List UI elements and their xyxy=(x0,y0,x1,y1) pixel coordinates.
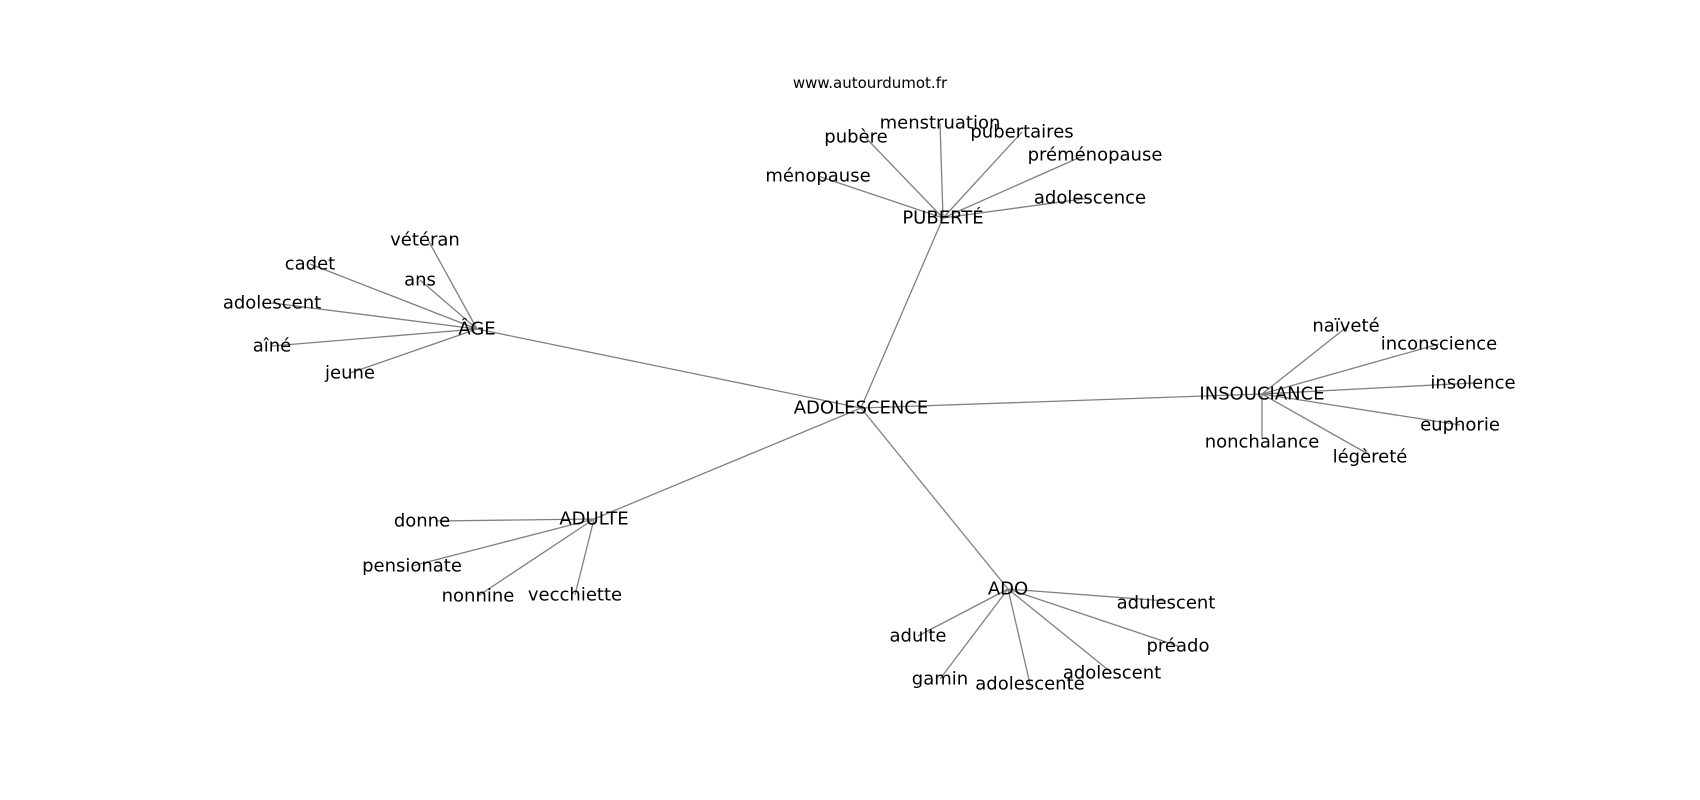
node-leaf-jeune: jeune xyxy=(324,363,375,384)
node-leaf-inconscience: inconscience xyxy=(1381,334,1497,355)
node-leaf-legerete: légèreté xyxy=(1333,447,1408,468)
node-leaf-adolescence: adolescence xyxy=(1034,188,1146,209)
node-leaf-adolescent: adolescent xyxy=(223,293,321,314)
node-leaf-gamin: gamin xyxy=(912,669,968,690)
edge-puberte-pubertaires xyxy=(942,131,1023,219)
edge-ado-adolescente xyxy=(1007,588,1031,685)
node-root: ADOLESCENCE xyxy=(794,398,929,419)
edge-puberte-menstruation xyxy=(939,122,944,219)
edge-puberte-menopause xyxy=(817,175,944,219)
node-leaf-adolescent-ado: adolescent xyxy=(1063,663,1161,684)
edge-adulte-nonnine xyxy=(477,518,595,597)
edge-root-puberte xyxy=(860,217,944,409)
edge-ado-preado xyxy=(1007,588,1179,647)
edge-ado-adulte xyxy=(917,588,1009,637)
node-hub-age: ÂGE xyxy=(458,318,495,340)
node-leaf-naivete: naïveté xyxy=(1312,316,1379,337)
node-leaf-adolescente: adolescente xyxy=(975,674,1084,695)
edge-puberte-pubere xyxy=(864,136,944,219)
edge-age-veteran xyxy=(427,239,478,330)
node-leaf-menstruation: menstruation xyxy=(880,113,1001,134)
edge-insouciance-legerete xyxy=(1261,393,1369,455)
node-hub-puberte: PUBERTÉ xyxy=(902,207,983,229)
edge-ado-adolescent xyxy=(1007,588,1113,674)
edge-insouciance-euphorie xyxy=(1261,393,1461,426)
node-leaf-aine: aîné xyxy=(253,336,292,357)
node-leaf-pubertaires: pubertaires xyxy=(970,122,1073,143)
edge-insouciance-naivete xyxy=(1261,325,1349,395)
node-leaf-preado: préado xyxy=(1147,636,1210,657)
node-leaf-nonchalance: nonchalance xyxy=(1205,432,1320,453)
edge-ado-adulescent xyxy=(1007,588,1167,602)
edge-adulte-donne xyxy=(435,518,595,522)
node-leaf-menopause: ménopause xyxy=(765,166,870,187)
node-leaf-ans: ans xyxy=(404,270,436,291)
edge-root-age xyxy=(476,328,862,409)
edge-age-adolescent xyxy=(271,302,478,330)
node-leaf-euphorie: euphorie xyxy=(1420,415,1500,436)
node-hub-ado: ADO xyxy=(988,579,1028,600)
edge-age-aine xyxy=(271,328,478,347)
node-leaf-cadet: cadet xyxy=(285,254,335,275)
edge-puberte-adolescence xyxy=(942,197,1091,219)
edge-puberte-premenopause xyxy=(942,154,1086,219)
edge-ado-gamin xyxy=(939,588,1009,680)
node-leaf-vecchiette: vecchiette xyxy=(528,585,622,606)
node-leaf-adulte: adulte xyxy=(890,626,947,647)
node-leaf-insolence: insolence xyxy=(1430,373,1515,394)
edge-root-insouciance xyxy=(860,393,1263,409)
node-leaf-pubere: pubère xyxy=(824,127,887,148)
edge-age-cadet xyxy=(309,263,478,330)
edge-root-ado xyxy=(860,407,1009,590)
node-leaf-pensionate: pensionate xyxy=(362,556,462,577)
node-leaf-premenopause: préménopause xyxy=(1028,145,1163,166)
edge-insouciance-inconscience xyxy=(1261,343,1440,395)
node-leaf-adulescent: adulescent xyxy=(1117,593,1216,614)
source-url: www.autourdumot.fr xyxy=(793,74,948,92)
edge-adulte-vecchiette xyxy=(574,518,595,596)
edge-insouciance-insolence xyxy=(1261,382,1474,395)
edge-adulte-pensionate xyxy=(411,518,595,567)
edge-root-adulte xyxy=(593,407,862,520)
node-hub-insouciance: INSOUCIANCE xyxy=(1199,384,1324,405)
edge-age-jeune xyxy=(349,328,478,374)
edge-age-ans xyxy=(419,279,478,330)
node-leaf-nonnine: nonnine xyxy=(442,586,515,607)
node-hub-adulte: ADULTE xyxy=(559,509,628,530)
node-leaf-veteran: vétéran xyxy=(390,230,460,251)
node-leaf-donne: donne xyxy=(394,511,450,532)
